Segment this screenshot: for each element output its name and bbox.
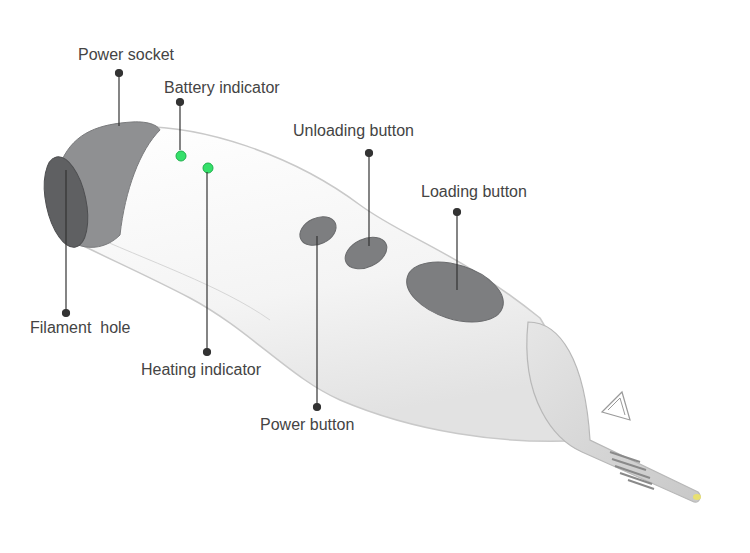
part-label: Unloading button: [293, 121, 414, 141]
vent-slots: [610, 452, 654, 489]
part-label: Heating indicator: [141, 360, 261, 380]
power-button: [295, 211, 340, 251]
part-label: Battery indicator: [164, 78, 280, 98]
nozzle-tip: [693, 494, 701, 500]
part-label: Loading button: [421, 182, 527, 202]
unloading-button: [340, 231, 392, 275]
nozzle-cone: [527, 322, 700, 502]
leader-lines: [63, 70, 461, 411]
logo-mark: [602, 392, 630, 420]
pen-body: [72, 127, 588, 442]
battery-led: [176, 151, 186, 161]
loading-button: [399, 251, 511, 333]
logo-mark: [608, 398, 625, 415]
heating-led: [203, 163, 213, 173]
part-label: Filament hole: [30, 318, 131, 338]
part-label: Power socket: [78, 45, 174, 65]
part-label: Power button: [260, 415, 354, 435]
